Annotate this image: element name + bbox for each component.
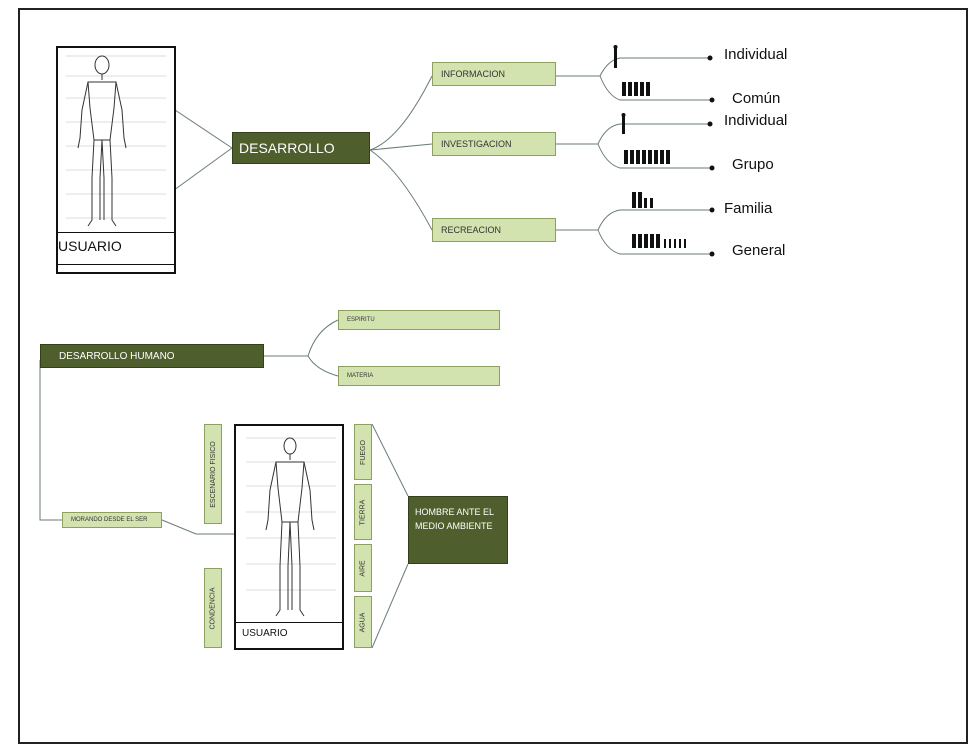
- morando-desde-el-ser-node: MORANDO DESDE EL SER: [62, 512, 162, 528]
- usuario-label-bottom: USUARIO: [242, 628, 288, 639]
- usuario-box-top: USUARIO: [56, 46, 176, 274]
- leaf-investigacion-grupo: Grupo: [732, 156, 774, 173]
- leaf-recreacion-general: General: [732, 242, 786, 259]
- people-group-icon: [624, 150, 670, 164]
- branch-informacion: INFORMACION: [432, 62, 556, 86]
- element-tierra: TIERRA: [354, 484, 372, 540]
- desarrollo-humano-node: DESARROLLO HUMANO: [40, 344, 264, 368]
- element-agua: AGUA: [354, 596, 372, 648]
- usuario-box-bottom: USUARIO: [234, 424, 344, 650]
- usuario-label-top: USUARIO: [58, 238, 122, 254]
- leaf-investigacion-individual: Individual: [724, 112, 788, 129]
- human-figure-icon: [246, 437, 336, 617]
- tag-escenario-fisico: ESCENARIO FISICO: [204, 424, 222, 524]
- leaf-recreacion-familia: Familia: [724, 200, 773, 217]
- general-people-icon: [632, 234, 686, 248]
- branch-espiritu: ESPIRITU: [338, 310, 500, 330]
- branch-recreacion: RECREACION: [432, 218, 556, 242]
- human-figure-icon: [66, 55, 166, 227]
- leaf-informacion-comun: Común: [732, 90, 781, 107]
- single-person-icon: [613, 45, 618, 68]
- family-icon: [632, 192, 653, 208]
- single-person-icon: [621, 113, 626, 134]
- branch-materia: MATERIA: [338, 366, 500, 386]
- element-aire: AIRE: [354, 544, 372, 592]
- element-fuego: FUEGO: [354, 424, 372, 480]
- tag-condencia: CONDENCIA: [204, 568, 222, 648]
- desarrollo-node: DESARROLLO: [232, 132, 370, 164]
- page-frame: [18, 8, 968, 744]
- hombre-medio-ambiente-node: HOMBRE ANTE EL MEDIO AMBIENTE: [408, 496, 508, 564]
- people-group-icon: [622, 82, 650, 96]
- leaf-informacion-individual: Individual: [724, 46, 788, 63]
- branch-investigacion: INVESTIGACION: [432, 132, 556, 156]
